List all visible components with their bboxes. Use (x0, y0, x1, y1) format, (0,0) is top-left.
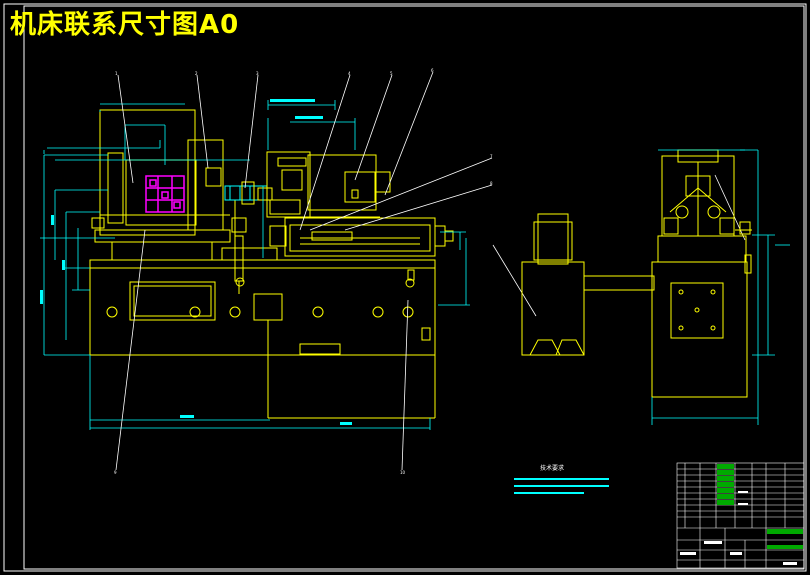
drawing-title: 机床联系尺寸图A0 (10, 10, 240, 40)
svg-text:4: 4 (348, 71, 351, 76)
svg-text:10: 10 (400, 470, 406, 475)
drawing-frame (3, 3, 807, 572)
technical-requirements-title: 技术要求 (540, 465, 565, 472)
svg-text:3: 3 (256, 71, 259, 76)
svg-text:6: 6 (431, 68, 434, 73)
svg-text:9: 9 (114, 470, 117, 475)
svg-text:7: 7 (490, 154, 493, 159)
fixture-highlight (145, 175, 185, 213)
technical-notes (514, 478, 609, 494)
side-view (521, 149, 790, 425)
svg-text:1: 1 (115, 71, 118, 76)
title-block (676, 462, 805, 569)
front-view: 1 2 3 4 5 6 7 8 9 10 (40, 68, 746, 475)
svg-text:8: 8 (490, 181, 493, 186)
svg-text:2: 2 (195, 71, 198, 76)
svg-text:5: 5 (390, 71, 393, 76)
